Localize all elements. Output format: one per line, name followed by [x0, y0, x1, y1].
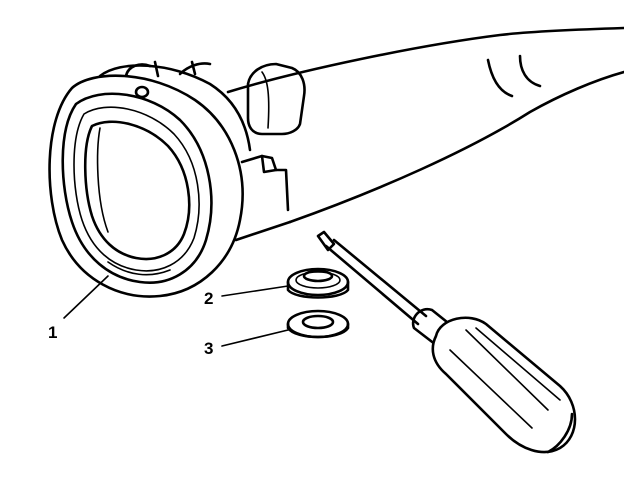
- leader-line-3: [221, 329, 289, 347]
- callout-3: 3: [204, 339, 213, 358]
- housing-collar: [48, 64, 292, 298]
- leader-line-1: [63, 275, 109, 319]
- screwdriver: [316, 230, 577, 454]
- leader-lines: [63, 275, 289, 347]
- washer-ring: [286, 309, 350, 339]
- seal-ring: [286, 267, 350, 299]
- callout-2: 2: [204, 289, 213, 308]
- leader-line-2: [221, 285, 289, 297]
- housing-body: [124, 26, 624, 224]
- callout-1: 1: [48, 323, 57, 342]
